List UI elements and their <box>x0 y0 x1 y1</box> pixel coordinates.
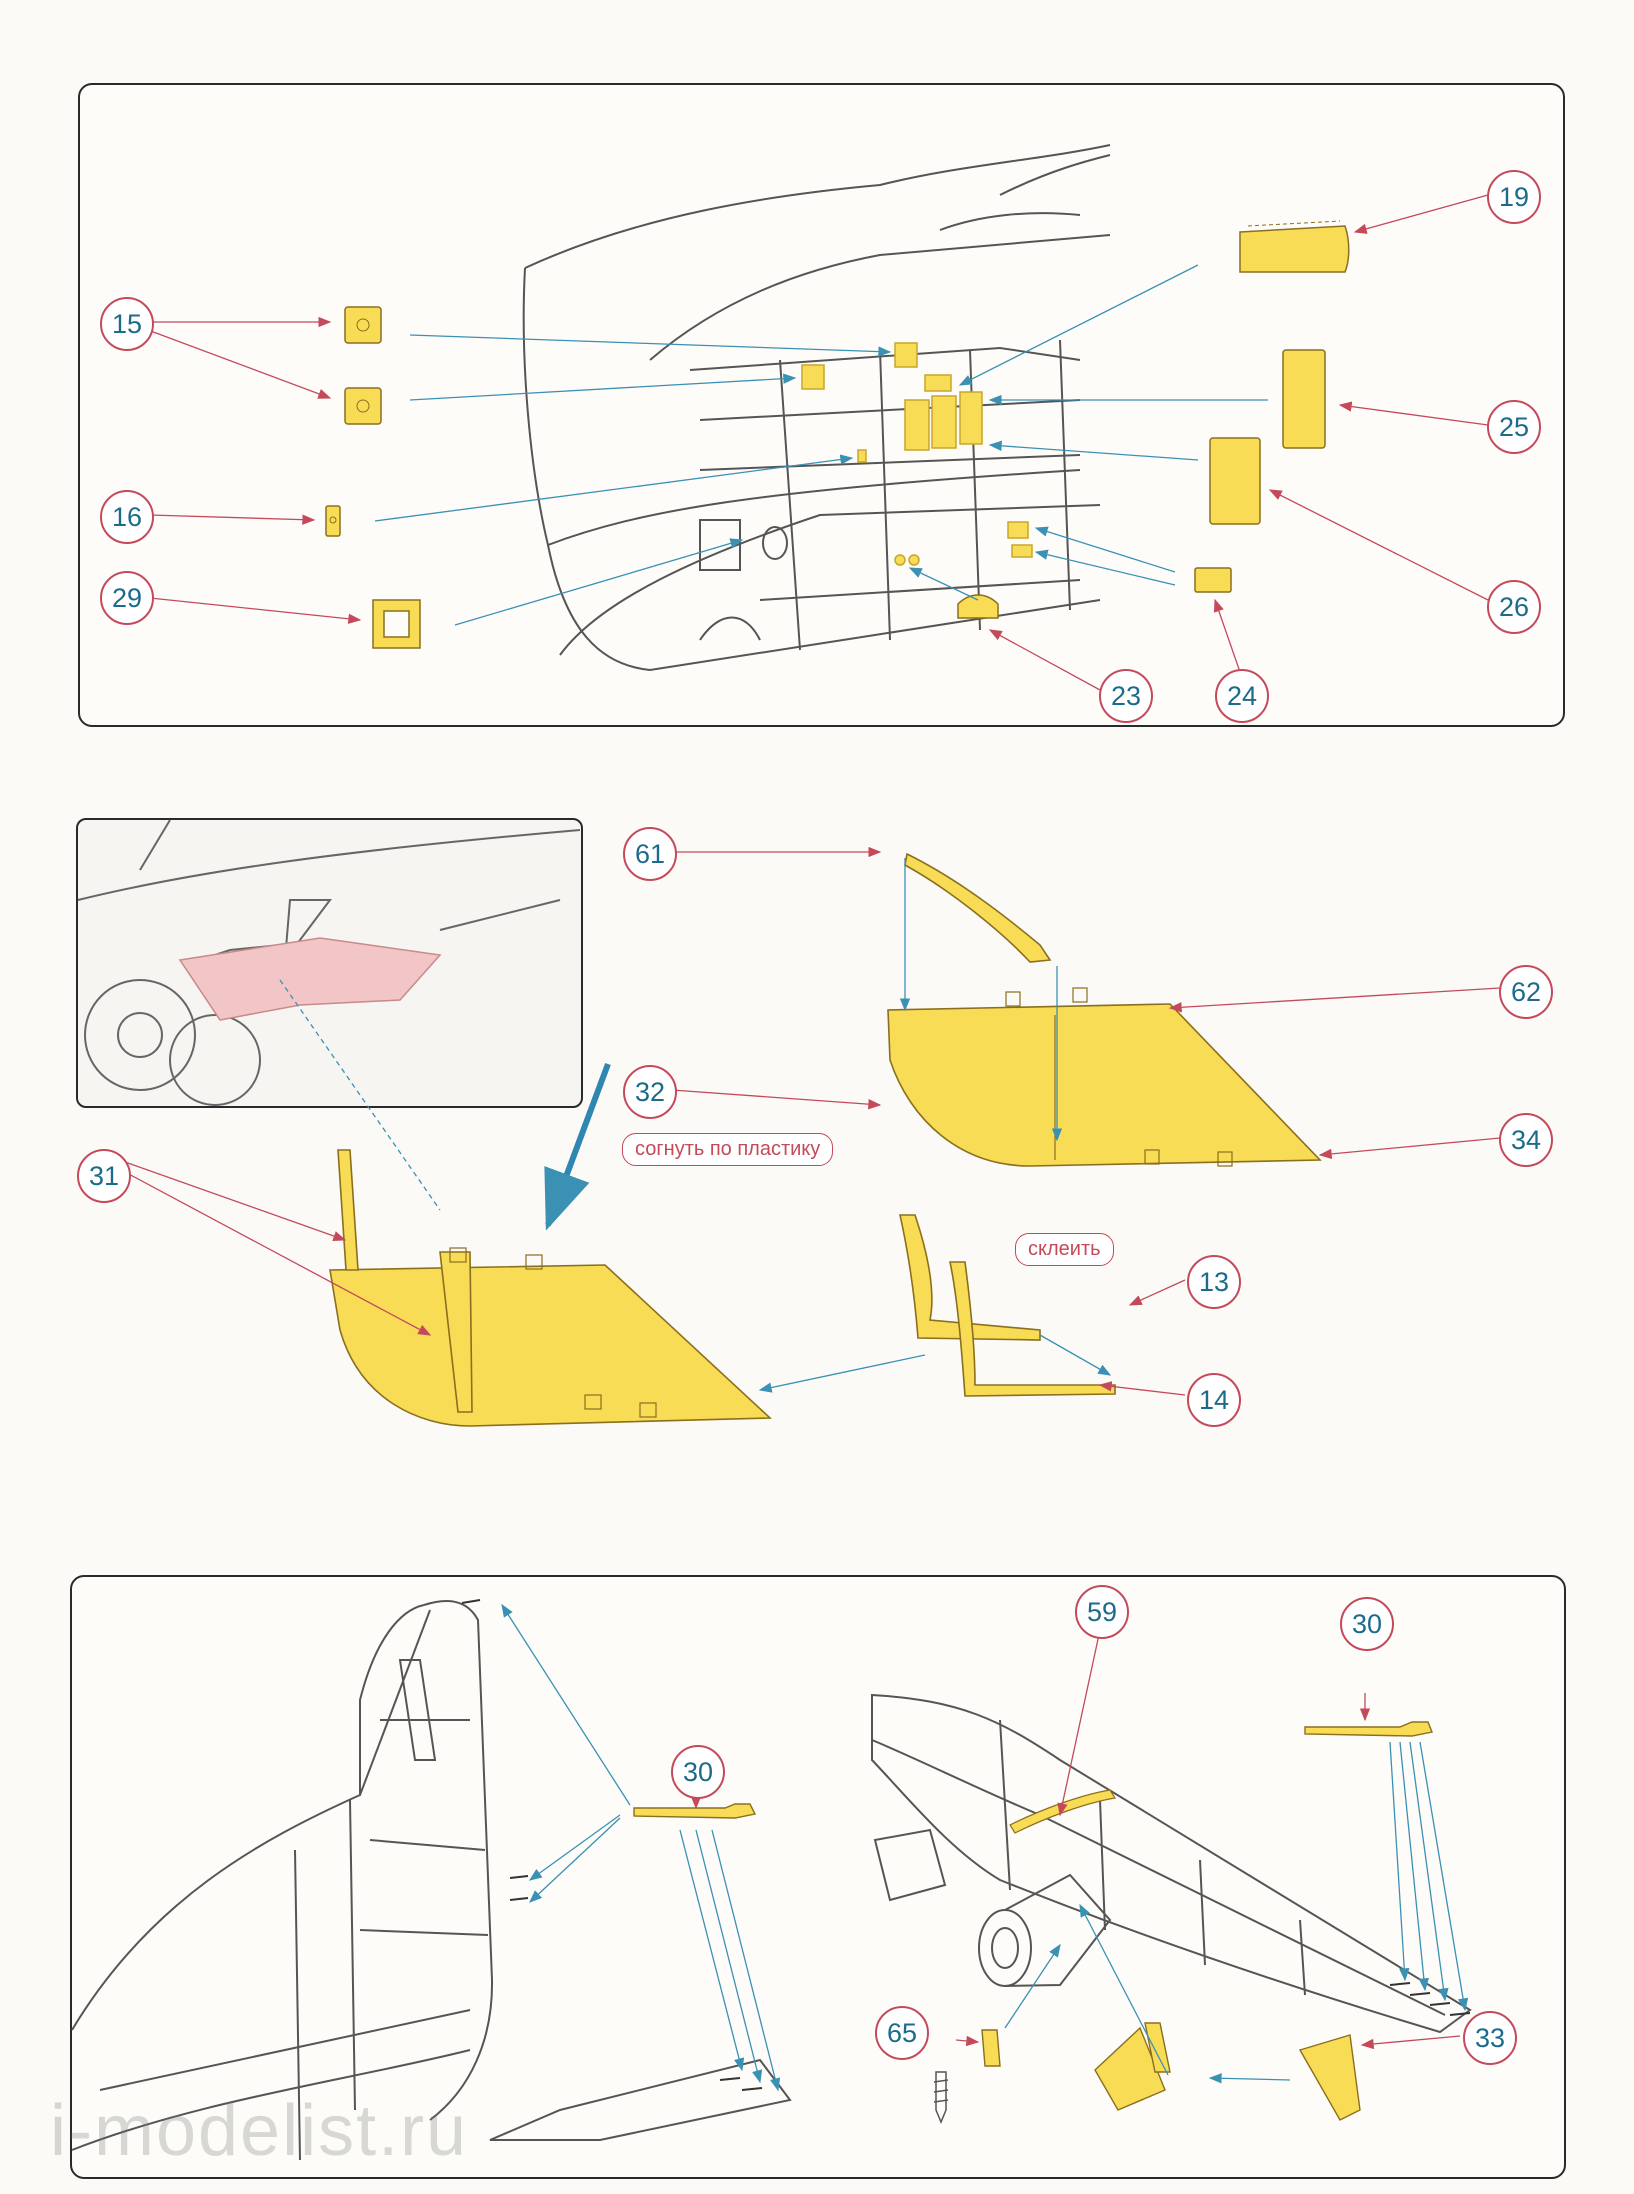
tail-fin-drawing <box>71 1600 792 2161</box>
callout-32: 32 <box>623 1065 677 1119</box>
watermark: i-modelist.ru <box>50 2091 469 2171</box>
leaders-middle <box>124 846 1501 1396</box>
callout-23: 23 <box>1099 669 1153 723</box>
leaders-top <box>147 194 1489 691</box>
callout-25: 25 <box>1487 400 1541 454</box>
callout-59: 59 <box>1075 1585 1129 1639</box>
callout-31: 31 <box>77 1149 131 1203</box>
callout-62: 62 <box>1499 965 1553 1019</box>
callout-15: 15 <box>100 297 154 351</box>
callout-19: 19 <box>1487 170 1541 224</box>
loose-part-details <box>329 220 1341 524</box>
loose-parts-bottom <box>633 1721 1433 2121</box>
wing-engine-drawing <box>871 1693 1472 2034</box>
fuselage-nose-drawing <box>522 144 1111 672</box>
screw-part <box>933 2071 949 2124</box>
inset-highlight-panel <box>178 937 442 1021</box>
callout-29: 29 <box>100 571 154 625</box>
flap-assembly-parts <box>329 852 1322 1427</box>
inset-pointer-arrow <box>544 1062 611 1231</box>
callout-26: 26 <box>1487 580 1541 634</box>
fuselage-fitted-parts <box>801 342 1033 566</box>
callout-34: 34 <box>1499 1113 1553 1167</box>
callout-13: 13 <box>1187 1255 1241 1309</box>
callout-24: 24 <box>1215 669 1269 723</box>
loose-parts-top <box>325 225 1350 649</box>
inset-dashed-leader <box>279 979 441 1211</box>
callout-61: 61 <box>623 827 677 881</box>
callout-16: 16 <box>100 490 154 544</box>
callout-30-tail: 30 <box>671 1745 725 1799</box>
callout-65: 65 <box>875 2006 929 2060</box>
callout-30-wing: 30 <box>1340 1597 1394 1651</box>
note-bend-along-plastic: согнуть по пластику <box>622 1133 834 1166</box>
note-glue: склеить <box>1015 1233 1114 1266</box>
fitted-pins <box>461 1599 1471 2091</box>
leaders-bottom <box>501 1603 1469 2092</box>
callout-14: 14 <box>1187 1373 1241 1427</box>
callout-33: 33 <box>1463 2011 1517 2065</box>
